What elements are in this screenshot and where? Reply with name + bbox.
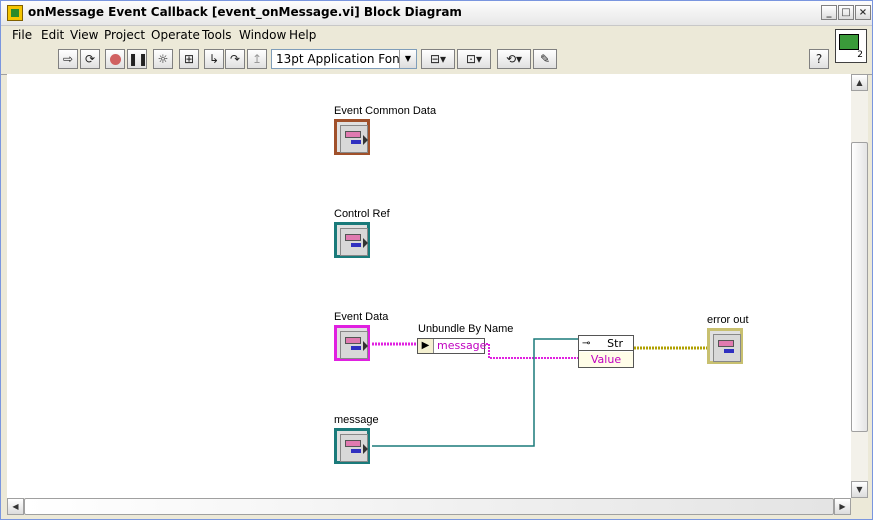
event-data-terminal[interactable] (334, 325, 370, 361)
scroll-down-icon[interactable]: ▼ (851, 481, 868, 498)
scroll-up-icon[interactable]: ▲ (851, 74, 868, 91)
message-label: message (334, 414, 379, 426)
menu-operate[interactable]: Operate (151, 28, 200, 42)
step-out-icon[interactable]: ↥ (247, 49, 267, 69)
step-over-icon[interactable]: ↷ (225, 49, 245, 69)
terminal-arrow-icon (363, 341, 368, 351)
message-refnum-wire[interactable] (372, 338, 578, 447)
error-out-terminal[interactable] (707, 328, 743, 364)
unbundle-by-name-node[interactable]: ▶ message (417, 338, 487, 354)
chevron-down-icon: ▼ (399, 50, 416, 68)
property-node-value: Value (579, 352, 633, 367)
step-into-icon[interactable]: ↳ (204, 49, 224, 69)
property-node-class: ⊸ Str (579, 336, 633, 351)
menu-file[interactable]: File (12, 28, 33, 42)
error-cluster-icon (713, 334, 741, 362)
terminal-arrow-icon (363, 135, 368, 145)
menu-view[interactable]: View (70, 28, 99, 42)
menu-help[interactable]: Help (289, 28, 317, 42)
highlight-execution-icon[interactable]: ☼ (153, 49, 173, 69)
pause-icon[interactable]: ❚❚ (127, 49, 148, 69)
refnum-icon (340, 228, 368, 256)
horizontal-scroll-thumb[interactable] (24, 498, 834, 515)
control-ref-label: Control Ref (334, 208, 390, 220)
menu-bar: File Edit View Project Operate Tools Win… (1, 25, 872, 45)
message-value-wire[interactable] (486, 343, 578, 359)
align-objects-icon[interactable]: ⊟▾ (421, 49, 455, 69)
terminal-arrow-icon (363, 238, 368, 248)
menu-edit[interactable]: Edit (41, 28, 65, 42)
message-terminal[interactable] (334, 428, 370, 464)
control-ref-terminal[interactable] (334, 222, 370, 258)
event-data-label: Event Data (334, 311, 389, 323)
clean-up-diagram-icon[interactable]: ✎ (533, 49, 557, 69)
menu-tools[interactable]: Tools (202, 28, 232, 42)
font-selector-value: 13pt Application Font (276, 52, 405, 66)
unbundle-label: Unbundle By Name (418, 323, 514, 335)
window-title: onMessage Event Callback [event_onMessag… (28, 5, 462, 19)
unbundle-arrow-icon: ▶ (418, 339, 434, 353)
scroll-right-icon[interactable]: ▶ (834, 498, 851, 515)
toolbar: ⇨ ⟳ ❚❚ ☼ ⊞ ↳ ↷ ↥ 13pt Application Font ▼… (1, 46, 872, 75)
minimize-button[interactable]: _ (821, 5, 837, 20)
run-arrow-icon[interactable]: ⇨ (58, 49, 78, 69)
labview-icon (7, 5, 23, 21)
event-common-data-label: Event Common Data (334, 105, 437, 117)
maximize-button[interactable]: □ (838, 5, 854, 20)
scroll-left-icon[interactable]: ◀ (7, 498, 24, 515)
reference-icon: ⊸ (582, 338, 591, 349)
wire-layer (372, 338, 708, 447)
menu-project[interactable]: Project (104, 28, 146, 42)
block-diagram-canvas[interactable]: Event Common Data Control Ref Event Data… (7, 74, 851, 498)
retain-wire-values-icon[interactable]: ⊞ (179, 49, 199, 69)
font-selector[interactable]: 13pt Application Font ▼ (271, 49, 417, 69)
reorder-icon[interactable]: ⟲▾ (497, 49, 531, 69)
vertical-scroll-thumb[interactable] (851, 142, 868, 432)
title-bar: onMessage Event Callback [event_onMessag… (1, 1, 872, 26)
vi-icon-number: 2 (857, 50, 863, 60)
close-button[interactable]: × (855, 5, 871, 20)
vertical-scrollbar[interactable]: ▲ ▼ (851, 74, 868, 498)
distribute-objects-icon[interactable]: ⊡▾ (457, 49, 491, 69)
property-node[interactable]: ⊸ Str Value (578, 335, 634, 368)
property-node-class-text: Str (607, 337, 623, 350)
vi-connector-icon[interactable]: 2 (835, 29, 867, 63)
menu-window[interactable]: Window (239, 28, 287, 42)
run-continuously-icon[interactable]: ⟳ (80, 49, 100, 69)
unbundle-element: message (437, 339, 487, 352)
event-common-data-terminal[interactable] (334, 119, 370, 155)
context-help-button[interactable]: ? (809, 49, 829, 69)
abort-icon[interactable] (105, 49, 125, 69)
horizontal-scrollbar[interactable]: ◀ ▶ (7, 498, 851, 515)
error-out-label: error out (707, 314, 749, 326)
terminal-arrow-icon (363, 444, 368, 454)
